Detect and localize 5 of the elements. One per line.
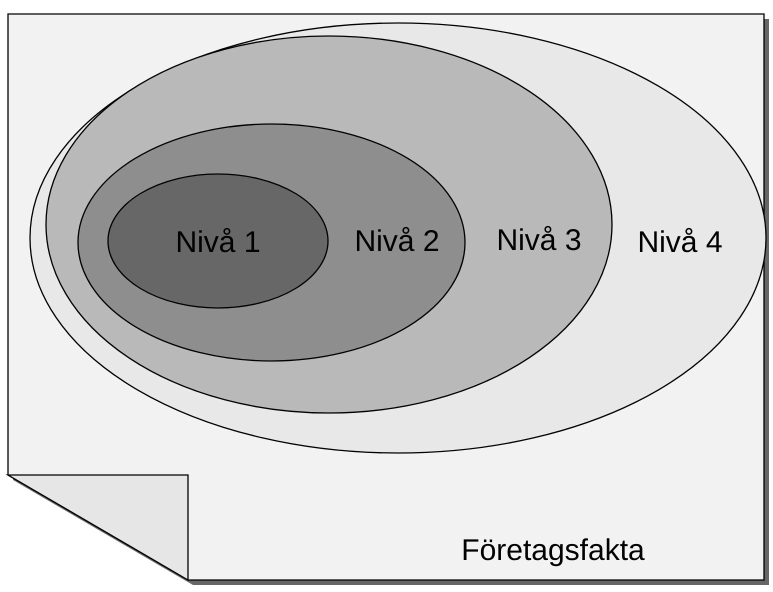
page-title: Företagsfakta [461,536,645,566]
level-label: Nivå 4 [637,228,723,258]
level-label: Nivå 1 [175,228,261,258]
level-label: Nivå 3 [496,226,582,256]
level-label: Nivå 2 [354,227,440,257]
